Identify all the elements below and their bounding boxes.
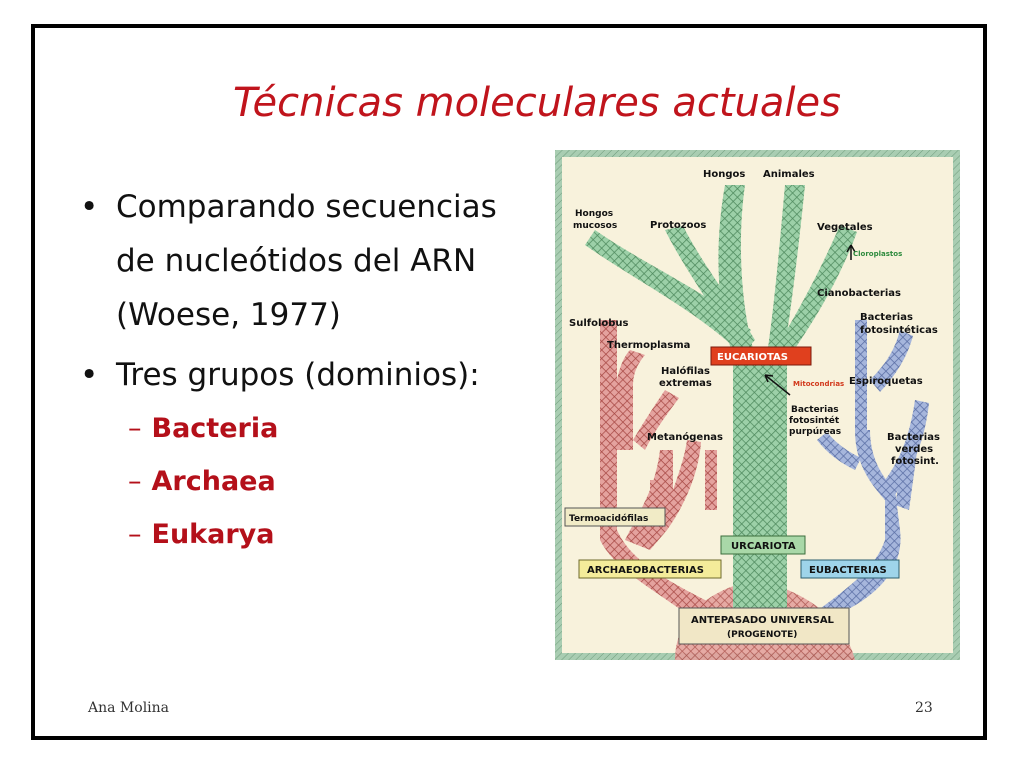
sub-bullet-label: Eukarya (151, 519, 275, 550)
tree-of-life-diagram: Hongos Animales Hongos mucosos Protozoos… (555, 150, 960, 660)
sub-bullet-bacteria: –Bacteria (128, 413, 279, 444)
label-halofilas-2: extremas (659, 378, 712, 389)
label-mitocondrias: Mitocondrias (793, 380, 844, 388)
label-thermoplasma: Thermoplasma (607, 340, 690, 351)
label-cloroplastos: Cloroplastos (853, 250, 902, 258)
eucariotas-box (710, 346, 812, 366)
label-antepasado-1: ANTEPASADO UNIVERSAL (691, 615, 835, 626)
label-bact-fotosint-1: Bacterias (860, 312, 913, 323)
label-bact-purpureas-1: Bacterias (791, 405, 839, 415)
label-archaeobacterias: ARCHAEOBACTERIAS (587, 565, 704, 576)
page-number: 23 (915, 700, 933, 716)
archaeobacterias-box (578, 559, 722, 579)
label-vegetales: Vegetales (817, 222, 873, 233)
sub-bullet-eukarya: –Eukarya (128, 519, 275, 550)
label-bact-purpureas-2: fotosintét (789, 415, 840, 426)
bullet-1-line-3: (Woese, 1977) (116, 297, 341, 333)
label-espiroquetas: Espiroquetas (849, 376, 923, 387)
antepasado-universal-box (678, 607, 850, 645)
label-hongos-mucosos-1: Hongos (575, 209, 613, 219)
label-antepasado-2: (PROGENOTE) (727, 630, 797, 640)
sub-bullet-archaea: –Archaea (128, 466, 276, 497)
urcariota-box (720, 535, 806, 555)
slide-title: Técnicas moleculares actuales (233, 80, 841, 126)
label-hongos: Hongos (703, 169, 745, 180)
label-cianobacterias: Cianobacterias (817, 288, 901, 299)
label-animales: Animales (763, 169, 815, 180)
label-urcariota: URCARIOTA (731, 541, 796, 552)
sub-bullet-label: Bacteria (151, 413, 279, 444)
termoacidofilas-box (564, 507, 666, 527)
label-bact-verdes-2: verdes (895, 444, 933, 455)
label-bact-verdes-3: fotosint. (891, 456, 939, 467)
sub-bullet-label: Archaea (151, 466, 276, 497)
label-bact-purpureas-3: purpúreas (789, 427, 841, 437)
bullet-2-line-1: Tres grupos (dominios): (116, 357, 480, 393)
label-metanogenas: Metanógenas (647, 431, 723, 443)
label-termoacidofilas: Termoacidófilas (569, 513, 648, 524)
label-bact-fotosint-2: fotosintéticas (860, 324, 938, 336)
label-eubacterias: EUBACTERIAS (809, 565, 887, 576)
label-halofilas-1: Halófilas (661, 365, 710, 377)
label-sulfolobus: Sulfolobus (569, 318, 629, 329)
footer-author: Ana Molina (88, 700, 170, 716)
label-bact-verdes-1: Bacterias (887, 432, 940, 443)
eubacterias-box (800, 559, 900, 579)
label-protozoos: Protozoos (650, 220, 706, 231)
bullet-1-line-1: Comparando secuencias (116, 189, 497, 225)
bullet-dot: • (80, 357, 99, 393)
label-eucariotas: EUCARIOTAS (717, 352, 788, 363)
label-hongos-mucosos-2: mucosos (573, 221, 617, 231)
bullet-dot: • (80, 189, 99, 225)
bullet-1-line-2: de nucleótidos del ARN (116, 243, 477, 279)
arrows (764, 244, 856, 396)
